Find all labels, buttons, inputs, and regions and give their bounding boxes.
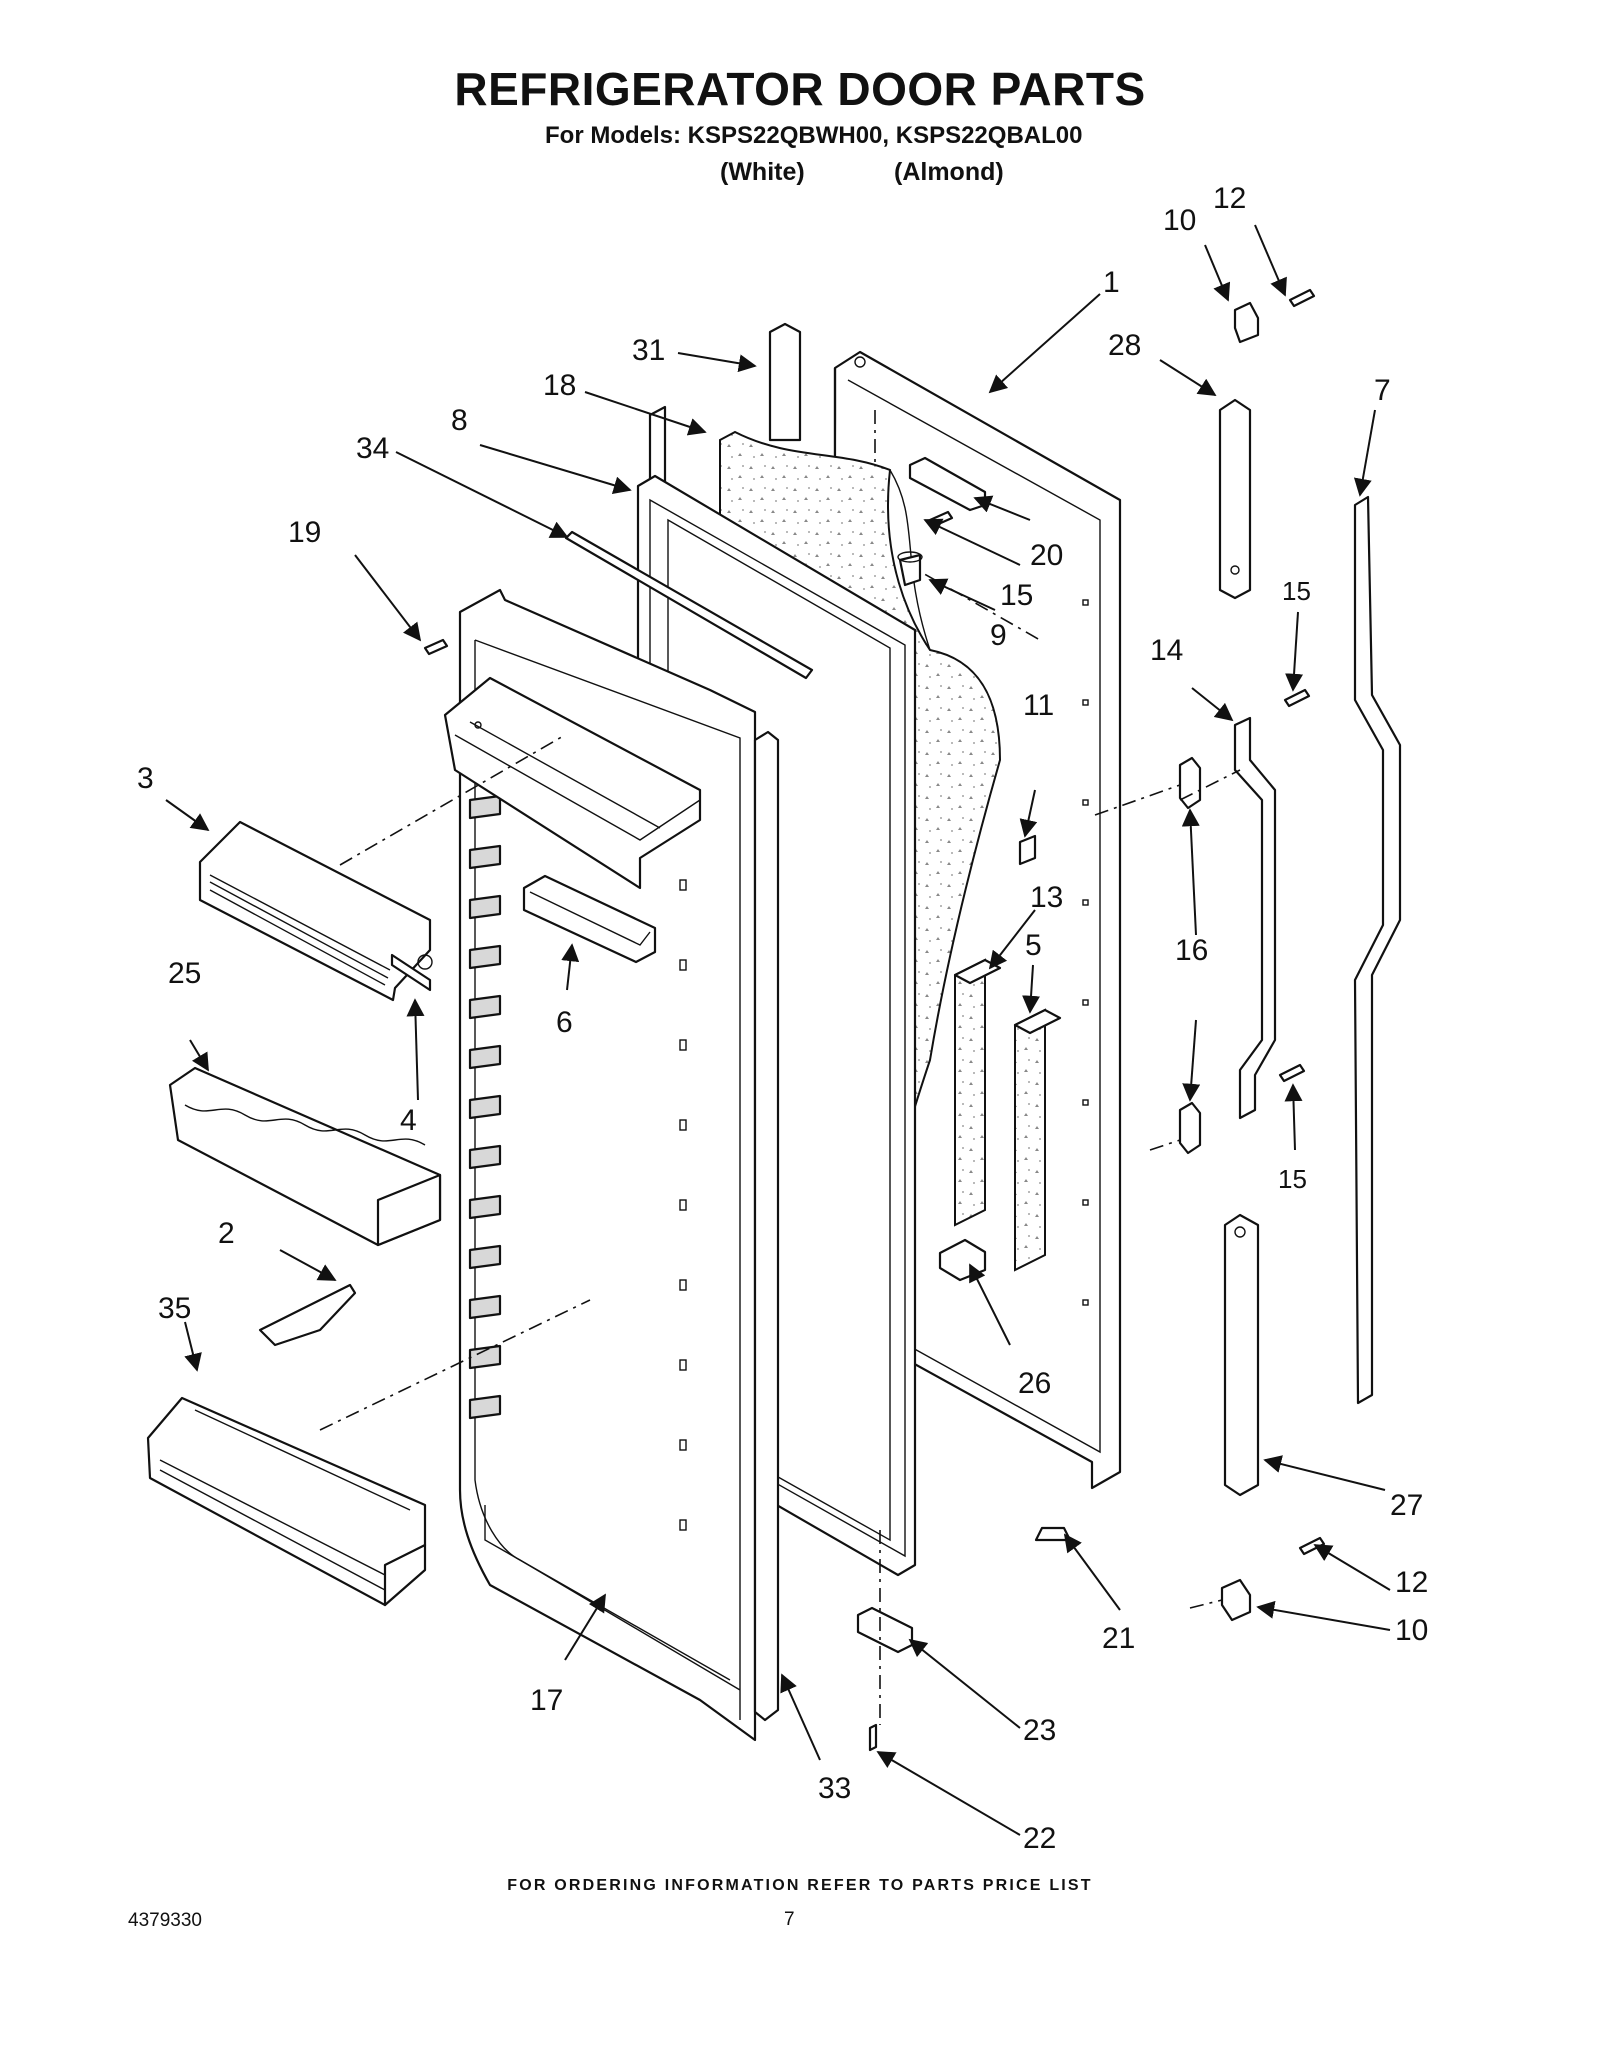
callout-4: 4 bbox=[400, 1104, 417, 1137]
handle-pad-16-upper bbox=[1178, 756, 1202, 810]
callout-15c: 15 bbox=[1278, 1164, 1307, 1194]
callout-35: 35 bbox=[158, 1292, 191, 1325]
callout-34: 34 bbox=[356, 432, 389, 465]
callout-16: 16 bbox=[1175, 934, 1208, 967]
callout-3: 3 bbox=[137, 762, 154, 795]
callout-26: 26 bbox=[1018, 1367, 1051, 1400]
handle-pad-16-lower bbox=[1178, 1101, 1202, 1155]
top-strip bbox=[564, 530, 814, 680]
callout-8: 8 bbox=[451, 404, 468, 437]
small-bin bbox=[522, 874, 657, 964]
callout-17: 17 bbox=[530, 1684, 563, 1717]
long-trim-7 bbox=[1353, 495, 1402, 1405]
callout-1: 1 bbox=[1103, 266, 1120, 299]
vertical-trim bbox=[753, 730, 780, 1722]
callout-28: 28 bbox=[1108, 329, 1141, 362]
egg-tray bbox=[168, 1066, 442, 1247]
callout-15b: 15 bbox=[1282, 576, 1311, 606]
callout-33: 33 bbox=[818, 1772, 851, 1805]
callout-14: 14 bbox=[1150, 634, 1183, 667]
models-line: For Models: KSPS22QBWH00, KSPS22QBAL00 bbox=[545, 122, 1083, 149]
bushing-9 bbox=[897, 551, 923, 587]
clip-11 bbox=[1018, 834, 1037, 866]
variant-almond: (Almond) bbox=[894, 158, 1004, 186]
clip bbox=[258, 1283, 357, 1347]
ordering-note: FOR ORDERING INFORMATION REFER TO PARTS … bbox=[507, 1877, 1093, 1894]
callout-18: 18 bbox=[543, 369, 576, 402]
callout-31: 31 bbox=[632, 334, 665, 367]
callout-9: 9 bbox=[990, 619, 1007, 652]
callout-21: 21 bbox=[1102, 1622, 1135, 1655]
handle-trim-upper bbox=[1218, 398, 1252, 600]
callout-10: 10 bbox=[1163, 204, 1196, 237]
callout-27: 27 bbox=[1390, 1489, 1423, 1522]
callout-19: 19 bbox=[288, 516, 321, 549]
handle-14 bbox=[1233, 716, 1277, 1120]
callout-labels: 1 2 3 4 5 6 7 8 9 10 10 11 12 12 13 14 1… bbox=[137, 182, 1428, 1855]
callout-12b: 12 bbox=[1395, 1566, 1428, 1599]
callout-2: 2 bbox=[218, 1217, 235, 1250]
callout-7: 7 bbox=[1374, 374, 1391, 407]
callout-23: 23 bbox=[1023, 1714, 1056, 1747]
door-bin bbox=[146, 1396, 427, 1607]
handle-trim-lower bbox=[1223, 1213, 1260, 1497]
callout-12: 12 bbox=[1213, 182, 1246, 215]
callout-11: 11 bbox=[1023, 689, 1054, 722]
document-number: 4379330 bbox=[128, 1910, 202, 1931]
callout-6: 6 bbox=[556, 1006, 573, 1039]
plug-21 bbox=[1034, 1526, 1072, 1542]
leader-lines bbox=[165, 224, 1391, 1836]
assembly-lines bbox=[319, 734, 1241, 1725]
callout-25: 25 bbox=[168, 957, 201, 990]
variant-white: (White) bbox=[720, 158, 805, 186]
inner-door-liner bbox=[443, 588, 757, 1742]
hinge-bracket-bottom bbox=[1220, 1578, 1252, 1622]
shaft bbox=[390, 953, 432, 992]
page-title: REFRIGERATOR DOOR PARTS bbox=[454, 63, 1146, 115]
hinge-23 bbox=[856, 1606, 914, 1654]
screws bbox=[423, 288, 1326, 1752]
callout-5: 5 bbox=[1025, 929, 1042, 962]
dispenser-cover bbox=[198, 820, 433, 1002]
callout-10b: 10 bbox=[1395, 1614, 1428, 1647]
callout-13: 13 bbox=[1030, 881, 1063, 914]
page-number: 7 bbox=[784, 1909, 795, 1930]
foam-blocks bbox=[953, 958, 1062, 1272]
callout-20: 20 bbox=[1030, 539, 1063, 572]
hinge-bracket-top bbox=[1233, 301, 1260, 344]
callout-15a: 15 bbox=[1000, 579, 1033, 612]
callout-22: 22 bbox=[1023, 1822, 1056, 1855]
